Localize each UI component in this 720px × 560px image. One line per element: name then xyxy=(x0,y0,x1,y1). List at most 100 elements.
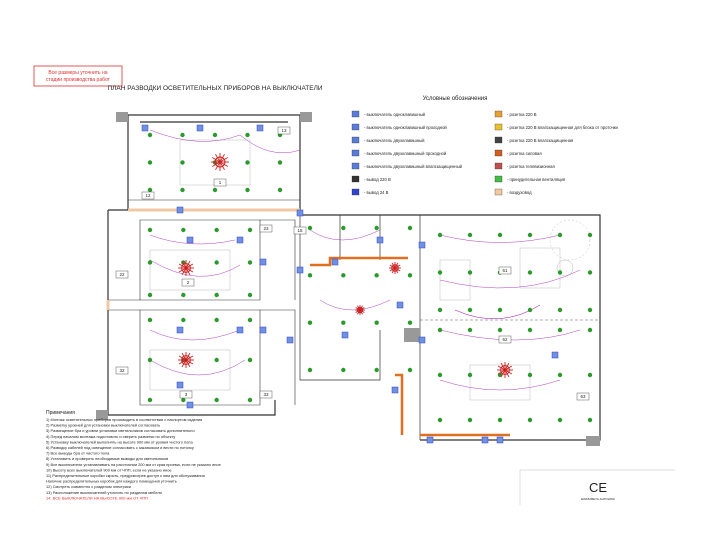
switch-icon xyxy=(496,436,504,444)
chandelier-icon xyxy=(355,305,365,315)
duct-vertical xyxy=(395,373,404,435)
room-label: 3 xyxy=(185,392,188,397)
light-point xyxy=(497,327,503,333)
wall-room-2 xyxy=(139,219,261,301)
light-point xyxy=(307,367,313,373)
chandelier-icon xyxy=(178,352,194,368)
light-point xyxy=(214,357,219,363)
legend-label: - розетка 220 В влагозащищенная xyxy=(507,138,573,143)
light-point xyxy=(341,320,346,325)
legend-label: - принудительная вентиляция xyxy=(507,177,565,182)
single-switch-icon xyxy=(351,110,360,118)
light-point xyxy=(147,187,153,193)
column-center xyxy=(404,328,420,342)
note-line: 13) Расположение выключателей уточнить п… xyxy=(46,490,162,495)
light-point xyxy=(181,292,186,298)
note-line: 9) Все выключатели устанавливать на расс… xyxy=(46,462,221,467)
legend-label: - вывод 24 В xyxy=(364,190,389,195)
wall-outer xyxy=(107,209,601,441)
room-label: 13 xyxy=(281,128,287,133)
duct-top xyxy=(310,256,408,267)
switch-icon xyxy=(481,436,489,444)
light-point xyxy=(214,227,219,233)
stair-curve xyxy=(549,219,591,261)
light-point xyxy=(497,307,503,313)
stamp-box xyxy=(33,65,123,87)
room-label: 63 xyxy=(580,394,586,399)
light-point xyxy=(407,273,413,278)
room-tag-box xyxy=(498,266,512,275)
note-line: 7) Все выводы бра от чистого пола xyxy=(46,451,110,456)
light-point xyxy=(587,270,593,275)
room-tag-box xyxy=(277,126,291,135)
notes-warning: 14. ВСЕ ВЫКЛЮЧАТЕЛИ НА ВЫСОТЕ 900 мм ОТ … xyxy=(46,495,148,500)
floor-plan xyxy=(96,112,601,446)
pass-switch-icon xyxy=(351,123,360,131)
light-point xyxy=(407,225,413,231)
light-point xyxy=(587,307,593,313)
light-point xyxy=(437,270,443,275)
bed-room-3 xyxy=(149,349,231,391)
light-point xyxy=(247,317,253,323)
room-tag-box xyxy=(115,366,129,375)
light-fixtures xyxy=(147,132,593,423)
light-point xyxy=(147,317,153,323)
chandelier-icon xyxy=(497,362,513,378)
light-point xyxy=(527,372,533,378)
power-socket-icon xyxy=(494,149,503,157)
switch-icon xyxy=(259,258,267,266)
switch-icon xyxy=(256,124,264,132)
light-point xyxy=(437,327,443,333)
legend-heading: Условные обозначения xyxy=(423,96,488,102)
light-point xyxy=(587,327,593,333)
light-point xyxy=(557,327,563,333)
double-pass-switch-icon xyxy=(351,149,360,157)
chandelier-icon xyxy=(178,260,194,276)
light-point xyxy=(147,357,153,363)
light-point xyxy=(181,397,186,403)
light-point xyxy=(557,270,563,275)
light-point xyxy=(527,270,533,275)
light-point xyxy=(341,273,346,278)
light-point xyxy=(214,292,219,298)
light-point xyxy=(147,260,153,265)
note-line: 11) Распределительные коробки скрыть, пр… xyxy=(46,473,205,478)
bed-room-2 xyxy=(149,249,231,291)
light-point xyxy=(374,225,379,231)
room-tag-box xyxy=(213,178,227,187)
legend-label: - розетка 220 В влагозащищенная для блок… xyxy=(507,125,618,130)
light-point xyxy=(527,417,533,423)
light-point xyxy=(245,160,250,165)
switch-icon xyxy=(176,206,184,214)
light-point xyxy=(247,227,253,233)
column-top-right xyxy=(300,112,312,122)
note-line: 3) Размещение бра и уровни установки све… xyxy=(46,428,195,433)
light-point xyxy=(147,227,153,233)
switch-icon xyxy=(296,209,304,217)
note-line: 2) Разметку уровней для установки выключ… xyxy=(46,423,160,428)
light-point xyxy=(557,417,563,423)
column-bottom-left xyxy=(96,410,108,420)
room-label: 62 xyxy=(502,337,508,342)
light-point xyxy=(214,260,219,265)
light-point xyxy=(307,225,313,231)
switch-icon xyxy=(141,124,149,132)
light-point xyxy=(214,317,219,323)
air-ducts xyxy=(106,208,300,310)
wall-bath-blocks xyxy=(260,219,296,405)
legend-label: - выключатель одноклавишный проходной xyxy=(364,125,447,130)
wiring xyxy=(149,129,581,391)
light-point xyxy=(527,232,533,238)
switch-icon xyxy=(236,326,244,334)
switch-icon xyxy=(331,258,339,266)
light-point xyxy=(557,307,563,313)
light-point xyxy=(587,417,593,423)
light-point xyxy=(437,372,443,378)
light-point xyxy=(437,232,443,238)
legend-label: - выключатель двухклавишный влагозащищен… xyxy=(364,164,463,169)
switch-icon xyxy=(259,326,267,334)
wall-corridor-left xyxy=(108,299,140,311)
notes-heading: Примечания xyxy=(46,410,75,416)
legend-label: - розетка 220 В xyxy=(507,112,537,117)
